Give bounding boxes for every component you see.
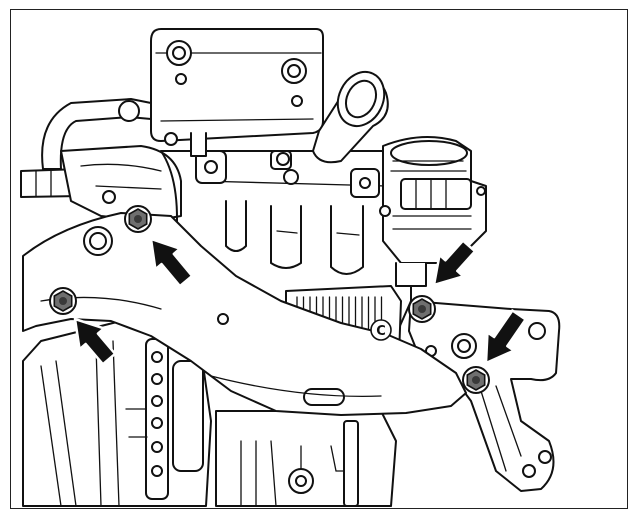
ac-compressor xyxy=(379,136,487,287)
bolt-icon xyxy=(49,287,77,315)
indicator-arrow-icon xyxy=(484,309,527,365)
oil-cooler xyxy=(150,28,324,166)
engine-diagram: C xyxy=(20,28,561,507)
indicator-arrow-icon xyxy=(73,317,117,366)
bolt-group xyxy=(49,205,490,394)
bolt-icon xyxy=(462,366,490,394)
indicator-arrow-icon xyxy=(432,239,477,287)
bolt-icon xyxy=(124,205,152,233)
diagram-frame: C xyxy=(10,9,628,509)
callout-c-label: C xyxy=(376,324,386,339)
callout-c: C xyxy=(370,319,392,341)
lower-oil-pan xyxy=(215,410,397,507)
coolant-pipes xyxy=(20,98,182,242)
oil-filter xyxy=(312,70,389,164)
bolt-icon xyxy=(408,295,436,323)
indicator-arrow-icon xyxy=(149,237,194,288)
timing-cover xyxy=(22,320,214,507)
engine-mount-bracket xyxy=(408,300,561,492)
arrow-group xyxy=(73,237,527,366)
